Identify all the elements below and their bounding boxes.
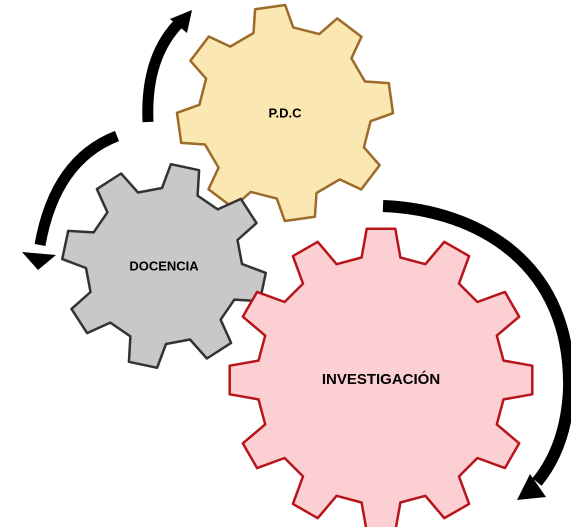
- arrow-pdc-upward: [142, 16, 186, 123]
- arrow-docencia-leftward-head: [22, 252, 56, 270]
- gear-investigacion: [228, 227, 534, 527]
- arrow-pdc-upward-head: [170, 10, 192, 33]
- arrow-docencia-leftward: [34, 130, 120, 246]
- cycle-arrows: [22, 10, 571, 500]
- arrow-investigacion-downward-head: [517, 474, 546, 500]
- gear-docencia: [60, 162, 268, 370]
- gear-pdc: [175, 3, 395, 223]
- gear-label-pdc: P.D.C: [269, 105, 303, 120]
- gear-label-docencia: DOCENCIA: [129, 258, 199, 273]
- arrow-investigacion-downward: [382, 200, 571, 486]
- gear-label-investigacion: INVESTIGACIÓN: [322, 370, 440, 388]
